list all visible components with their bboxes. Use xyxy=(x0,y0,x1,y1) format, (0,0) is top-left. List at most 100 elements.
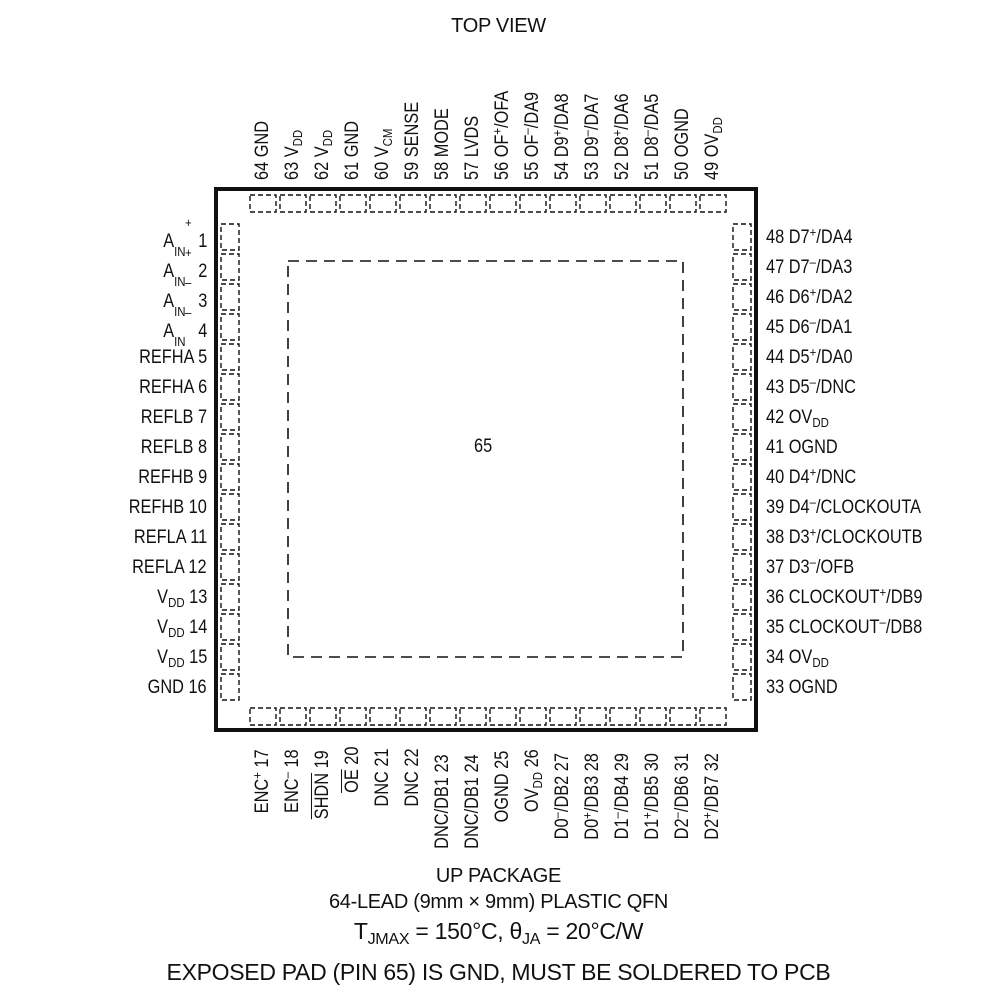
pin-9-label: REFHB 9 xyxy=(137,467,207,488)
pad-26 xyxy=(519,707,547,726)
pin-8-label: REFLB 8 xyxy=(140,437,207,458)
pin-55-label: 55 OF–/DA9 xyxy=(519,91,543,180)
pin-52-label: 52 D8+/DA6 xyxy=(609,93,633,180)
pad-15 xyxy=(220,643,240,671)
pin-30-label: D1+/DB5 30 xyxy=(639,753,663,840)
pad-64 xyxy=(249,194,277,213)
pad-38 xyxy=(732,523,752,551)
pin-5-label: REFHA 5 xyxy=(138,347,207,368)
package-name: UP PACKAGE xyxy=(435,865,562,887)
pin-24-label: DNC/DB1 24 xyxy=(462,754,483,849)
pin-39-label: 39 D4–/CLOCKOUTA xyxy=(766,494,921,518)
pad-35 xyxy=(732,613,752,641)
pad-24 xyxy=(459,707,487,726)
pad-19 xyxy=(309,707,337,726)
pad-59 xyxy=(399,194,427,213)
pin-58-label: 58 MODE xyxy=(432,108,453,180)
pad-58 xyxy=(429,194,457,213)
pad-31 xyxy=(669,707,697,726)
pad-34 xyxy=(732,643,752,671)
pin-44-label: 44 D5+/DA0 xyxy=(766,344,853,368)
pin-53-label: 53 D9–/DA7 xyxy=(579,93,603,180)
theta-subscript: JA xyxy=(521,929,541,948)
pad-6 xyxy=(220,373,240,401)
pin-17-label: ENC+ 17 xyxy=(249,749,273,814)
pad-22 xyxy=(399,707,427,726)
pad-2 xyxy=(220,253,240,281)
tj-symbol: T xyxy=(353,918,368,944)
pin-12-label: REFLA 12 xyxy=(132,557,207,578)
pin-47-label: 47 D7–/DA3 xyxy=(766,254,853,278)
pin-36-label: 36 CLOCKOUT+/DB9 xyxy=(766,584,923,608)
pad-21 xyxy=(369,707,397,726)
pin-28-label: D0+/DB3 28 xyxy=(579,753,603,840)
pad-61 xyxy=(339,194,367,213)
pad-51 xyxy=(639,194,667,213)
pad-10 xyxy=(220,493,240,521)
pin-49-label: 49 OVDD xyxy=(702,117,725,180)
pad-4 xyxy=(220,313,240,341)
pin-57-label: 57 LVDS xyxy=(462,115,483,180)
pad-52 xyxy=(609,194,637,213)
pad-20 xyxy=(339,707,367,726)
pad-5 xyxy=(220,343,240,371)
pin-6-label: REFHA 6 xyxy=(138,377,207,398)
pad-42 xyxy=(732,403,752,431)
exposed-pad xyxy=(287,260,684,658)
pin-34-label: 34 OVDD xyxy=(766,647,829,670)
pin-11-label: REFLA 11 xyxy=(133,527,207,548)
pad-27 xyxy=(549,707,577,726)
exposed-pad-number: 65 xyxy=(474,436,493,457)
pad-46 xyxy=(732,283,752,311)
pad-32 xyxy=(699,707,727,726)
pad-14 xyxy=(220,613,240,641)
pad-16 xyxy=(220,673,240,701)
pad-39 xyxy=(732,493,752,521)
pin-64-label: 64 GND xyxy=(252,120,273,180)
pin-61-label: 61 GND xyxy=(342,120,363,180)
pin-51-label: 51 D8–/DA5 xyxy=(639,93,663,180)
pad-28 xyxy=(579,707,607,726)
pad-11 xyxy=(220,523,240,551)
pin-59-label: 59 SENSE xyxy=(402,101,423,180)
pin-15-label: VDD 15 xyxy=(156,647,207,670)
pad-33 xyxy=(732,673,752,701)
pin-14-label: VDD 14 xyxy=(156,617,207,640)
pad-9 xyxy=(220,463,240,491)
pad-17 xyxy=(249,707,277,726)
pin-13-label: VDD 13 xyxy=(156,587,207,610)
pad-41 xyxy=(732,433,752,461)
pad-45 xyxy=(732,313,752,341)
pad-48 xyxy=(732,223,752,251)
pin-19-label: SHDN 19 xyxy=(312,750,333,820)
pad-47 xyxy=(732,253,752,281)
pin-46-label: 46 D6+/DA2 xyxy=(766,284,853,308)
pad-36 xyxy=(732,583,752,611)
pin-38-label: 38 D3+/CLOCKOUTB xyxy=(766,524,923,548)
pad-57 xyxy=(459,194,487,213)
pin-31-label: D2–/DB6 31 xyxy=(669,753,693,840)
pad-49 xyxy=(699,194,727,213)
pad-29 xyxy=(609,707,637,726)
exposed-pad-note: EXPOSED PAD (PIN 65) IS GND, MUST BE SOL… xyxy=(166,959,831,985)
pad-50 xyxy=(669,194,697,213)
pin-7-label: REFLB 7 xyxy=(140,407,207,428)
pin-63-label: 63 VDD xyxy=(282,129,305,180)
pad-55 xyxy=(519,194,547,213)
pin-20-label: OE 20 xyxy=(342,746,363,793)
pin-33-label: 33 OGND xyxy=(766,677,838,698)
pin-54-label: 54 D9+/DA8 xyxy=(549,93,573,180)
pin-60-label: 60 VCM xyxy=(372,128,395,180)
pin-43-label: 43 D5–/DNC xyxy=(766,374,856,398)
package-description: 64-LEAD (9mm × 9mm) PLASTIC QFN xyxy=(328,891,669,913)
pin-56-label: 56 OF+/OFA xyxy=(489,90,513,180)
pad-8 xyxy=(220,433,240,461)
pad-43 xyxy=(732,373,752,401)
theta-value: = 20°C/W xyxy=(540,918,644,944)
pin-18-label: ENC– 18 xyxy=(279,749,303,813)
pin-42-label: 42 OVDD xyxy=(766,407,829,430)
